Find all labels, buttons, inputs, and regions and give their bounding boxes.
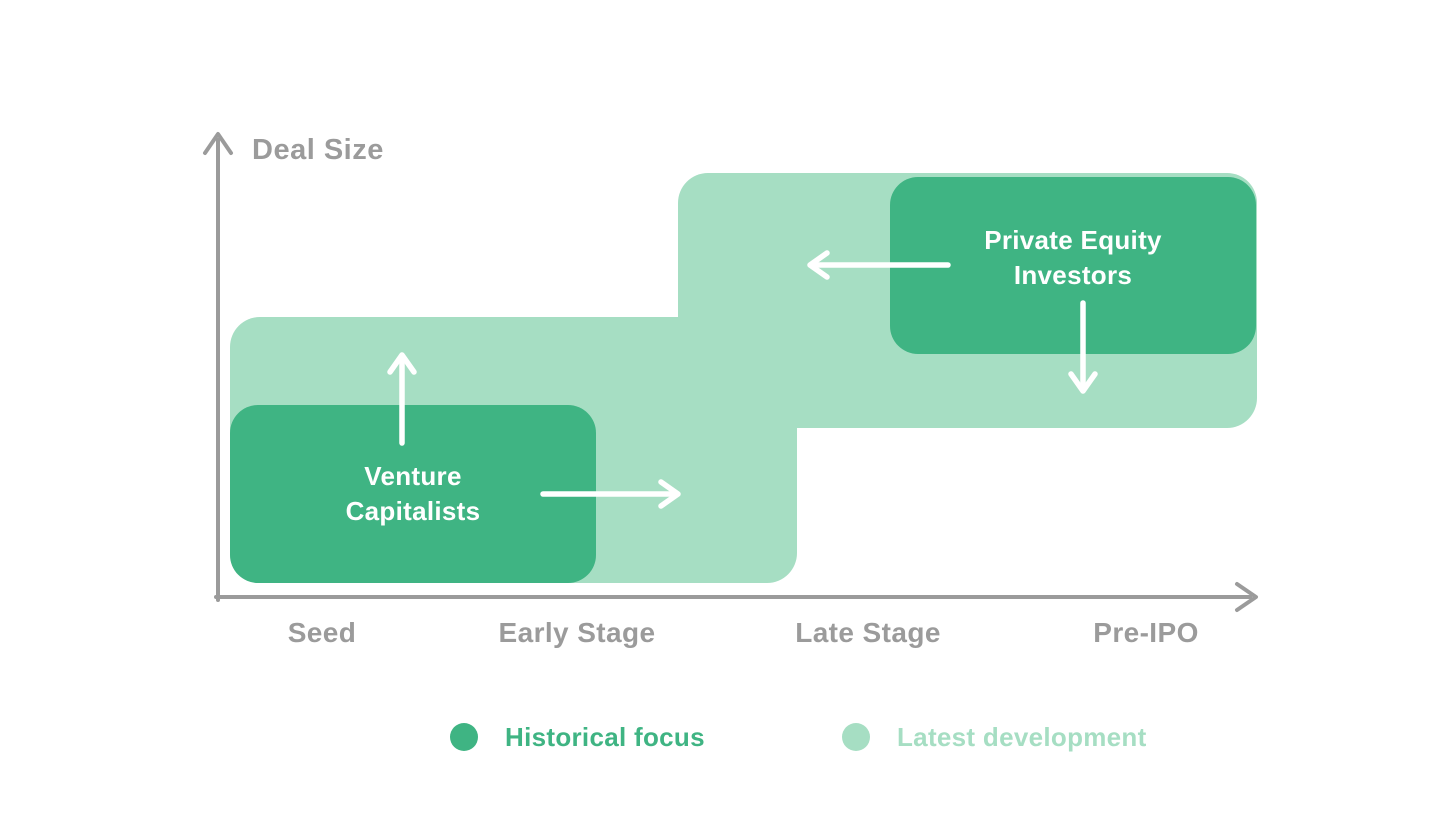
venture-capitalists-label: Venture Capitalists — [345, 461, 481, 526]
x-axis-label-late-stage: Late Stage — [795, 617, 941, 648]
y-axis-arrowhead-icon — [203, 132, 233, 155]
x-axis — [214, 582, 1258, 612]
legend-label-historical-focus: Historical focus — [505, 721, 705, 752]
y-axis — [203, 132, 233, 602]
legend-dot-1 — [842, 723, 870, 751]
x-axis-arrowhead-icon — [1235, 582, 1258, 612]
x-axis-label-seed: Seed — [287, 617, 357, 648]
x-axis-label-early-stage: Early Stage — [498, 617, 656, 648]
legend-item-historical-focus: Historical focus — [450, 720, 705, 754]
x-axis-label-pre-ipo: Pre-IPO — [1093, 617, 1199, 648]
y-axis-title: Deal Size — [252, 134, 384, 166]
legend-dot-0 — [450, 723, 478, 751]
venture-capitalists-box: Venture Capitalists — [230, 405, 596, 583]
private-equity-box: Private Equity Investors — [890, 177, 1256, 354]
legend: Historical focus Latest development — [0, 720, 1456, 756]
private-equity-label: Private Equity Investors — [984, 224, 1162, 290]
legend-item-latest-development: Latest development — [842, 720, 1147, 754]
legend-label-latest-development: Latest development — [897, 721, 1147, 752]
